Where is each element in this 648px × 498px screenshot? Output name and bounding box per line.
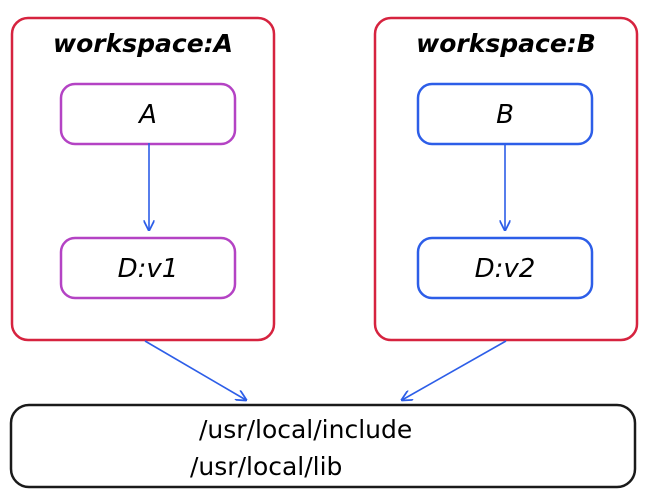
- workspace-a: workspace:A A D:v1: [10, 16, 276, 342]
- package-b-label: B: [496, 100, 514, 130]
- system-paths-box: /usr/local/include /usr/local/lib: [9, 403, 637, 489]
- dependency-dv2-label: D:v2: [475, 254, 536, 284]
- arrow-workspace-b-to-system: [402, 340, 507, 400]
- dependency-dv1-label: D:v1: [118, 254, 179, 284]
- workspace-a-title: workspace:A: [53, 29, 233, 58]
- package-a-label: A: [137, 100, 157, 130]
- dependency-dv2-node: D:v2: [416, 236, 594, 300]
- arrow-workspace-a-to-system: [144, 340, 246, 400]
- workspace-a-box: [10, 16, 276, 342]
- package-b-node: B: [416, 82, 594, 146]
- lib-path-label: /usr/local/lib: [190, 452, 342, 481]
- package-a-node: A: [59, 82, 237, 146]
- dependency-dv1-node: D:v1: [59, 236, 237, 300]
- workspace-b-box: [373, 16, 639, 342]
- workspace-b: workspace:B B D:v2: [373, 16, 639, 342]
- include-path-label: /usr/local/include: [199, 415, 412, 444]
- workspace-b-title: workspace:B: [416, 29, 596, 58]
